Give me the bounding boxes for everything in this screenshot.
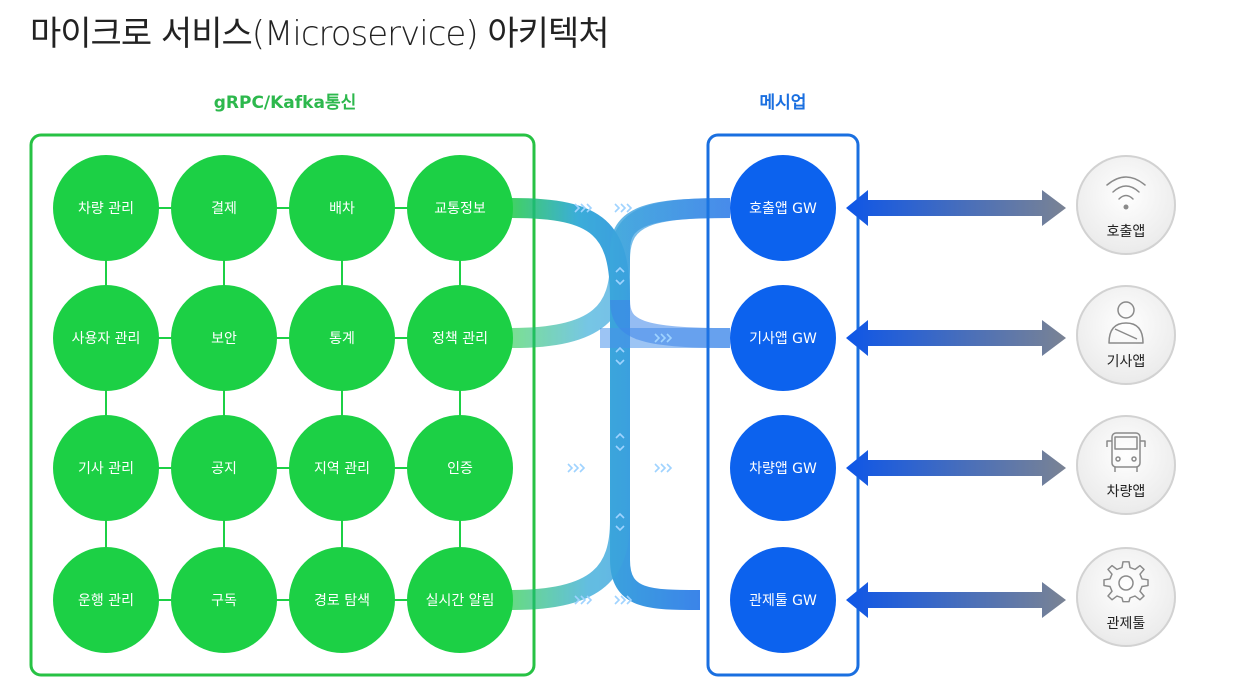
gateway-client-arrows — [846, 190, 1066, 618]
gear-icon — [1103, 561, 1149, 603]
client-control-tool: 관제툴 — [1076, 547, 1176, 647]
page-title: 마이크로 서비스(Microservice) 아키텍처 — [30, 14, 610, 54]
flow-bands — [511, 198, 731, 610]
service-node-trip-mgmt: 운행 관리 — [53, 547, 159, 653]
service-node-auth: 인증 — [407, 415, 513, 521]
vehicle-icon — [1106, 432, 1146, 472]
flow-chevrons — [567, 203, 673, 605]
service-node-traffic-info: 교통정보 — [407, 155, 513, 261]
client-label: 차량앱 — [1106, 484, 1146, 500]
service-node-region-mgmt: 지역 관리 — [289, 415, 395, 521]
client-vehicle-app: 차량앱 — [1076, 415, 1176, 515]
client-driver-app: 기사앱 — [1076, 285, 1176, 385]
gateway-vehicle-app: 차량앱 GW — [730, 415, 836, 521]
service-grid-lines — [105, 207, 461, 601]
service-node-notice: 공지 — [171, 415, 277, 521]
service-node-policy-mgmt: 정책 관리 — [407, 285, 513, 391]
service-node-payment: 결제 — [171, 155, 277, 261]
service-node-statistics: 통계 — [289, 285, 395, 391]
gateway-driver-app: 기사앱 GW — [730, 285, 836, 391]
service-node-route-search: 경로 탐색 — [289, 547, 395, 653]
microservice-group-box — [29, 133, 536, 677]
wifi-icon — [1106, 176, 1146, 210]
service-node-security: 보안 — [171, 285, 277, 391]
client-call-app: 호출앱 — [1076, 155, 1176, 255]
service-node-driver-mgmt: 기사 관리 — [53, 415, 159, 521]
gateway-call-app: 호출앱 GW — [730, 155, 836, 261]
client-label: 기사앱 — [1106, 354, 1146, 370]
microservice-group-label: gRPC/Kafka통신 — [213, 93, 357, 113]
service-node-dispatch: 배차 — [289, 155, 395, 261]
client-label: 관제툴 — [1106, 616, 1146, 632]
service-node-user-mgmt: 사용자 관리 — [53, 285, 159, 391]
service-node-subscription: 구독 — [171, 547, 277, 653]
service-node-realtime-alert: 실시간 알림 — [407, 547, 513, 653]
gateway-control-tool: 관제툴 GW — [730, 547, 836, 653]
mashup-group-label: 메시업 — [759, 93, 807, 113]
client-label: 호출앱 — [1106, 224, 1146, 240]
mashup-group-box — [706, 133, 860, 677]
service-node-vehicle-mgmt: 차량 관리 — [53, 155, 159, 261]
driver-icon — [1108, 301, 1144, 344]
